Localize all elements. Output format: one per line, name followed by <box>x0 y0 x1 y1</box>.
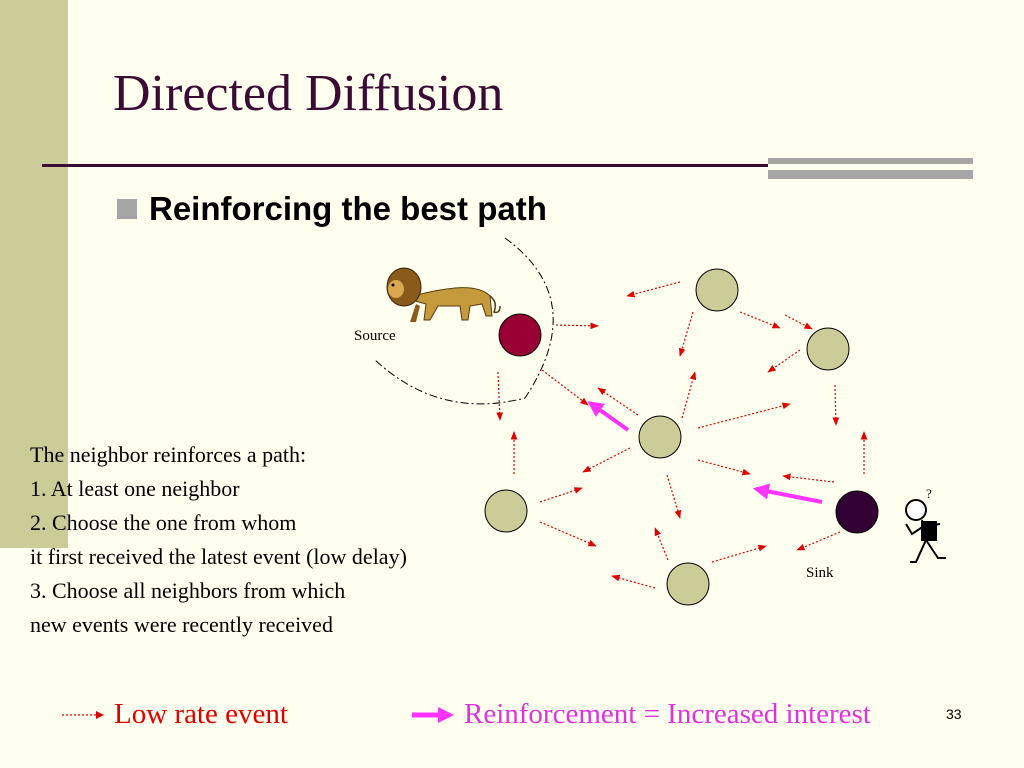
reinforce-sink-to-center <box>752 483 823 504</box>
arrow-top-to-right-2 <box>784 314 813 330</box>
reinforcement-arrows <box>587 401 823 504</box>
network-nodes <box>484 268 879 606</box>
arrow-left-right <box>539 487 583 503</box>
arrow-right-to-center <box>767 349 801 373</box>
title-rule <box>42 164 768 167</box>
arrow-sink-left <box>782 473 835 483</box>
svg-text:?: ? <box>926 486 932 501</box>
arrow-top-to-left <box>626 281 681 298</box>
rule-line: 1. At least one neighbor <box>30 476 240 501</box>
arrow-bottom-left <box>611 574 656 589</box>
node-top <box>695 268 739 312</box>
arrow-right-down <box>832 384 840 426</box>
arrow-center-up <box>681 371 697 419</box>
legend-low-rate-text: Low rate event <box>114 698 288 730</box>
node-center <box>638 415 682 459</box>
thinking-person-icon: ? <box>905 486 946 563</box>
reinforcement-rules: The neighbor reinforces a path: 1. At le… <box>30 438 407 642</box>
arrow-sink-downleft <box>796 531 841 551</box>
rule-line: 2. Choose the one from whom <box>30 510 297 535</box>
low-rate-arrows <box>496 281 868 589</box>
side-bar-lower <box>0 548 68 768</box>
node-left <box>484 489 528 533</box>
arrow-center-right <box>697 459 751 476</box>
legend-reinforcement-text: Reinforcement = Increased interest <box>464 698 871 730</box>
rule-line: new events were recently received <box>30 612 333 637</box>
rule-line: 3. Choose all neighbors from which <box>30 578 346 603</box>
title-rule-accent-top <box>768 158 973 164</box>
reinforce-center-to-source <box>587 401 630 432</box>
slide-title: Directed Diffusion <box>113 65 504 122</box>
arrow-source-right <box>555 322 599 330</box>
dotted-arrow-icon <box>62 710 104 719</box>
arrow-center-down <box>666 474 682 519</box>
legend-reinforcement: Reinforcement = Increased interest <box>410 698 871 731</box>
sink-label: Sink <box>806 565 834 581</box>
legend-low-rate: Low rate event <box>60 698 288 731</box>
source-label: Source <box>354 328 396 344</box>
bold-arrow-icon <box>412 706 454 723</box>
lion-icon <box>386 267 501 322</box>
side-bar-decoration <box>0 0 68 548</box>
arrow-top-to-right-1 <box>739 311 781 329</box>
arrow-bottom-up <box>654 527 669 561</box>
bullet-square-icon <box>117 199 137 219</box>
arrow-center-to-source <box>597 387 639 416</box>
bullet-item: Reinforcing the best path <box>117 190 547 228</box>
rule-line: The neighbor reinforces a path: <box>30 442 307 467</box>
arrow-source-diag <box>541 369 589 406</box>
bullet-text: Reinforcing the best path <box>149 190 547 227</box>
source-range-arc <box>374 237 554 405</box>
arrow-top-down <box>678 311 694 357</box>
title-rule-accent-bottom <box>768 170 973 179</box>
node-right <box>806 327 850 371</box>
arrow-left-downright <box>539 521 597 547</box>
rule-line: it first received the latest event (low … <box>30 544 407 569</box>
arrow-center-downleft <box>582 447 631 473</box>
arrow-center-upright <box>697 402 791 429</box>
arrow-bottom-right <box>711 544 767 563</box>
source-node <box>498 313 542 357</box>
sink-node <box>835 490 879 534</box>
arrow-source-down <box>496 371 504 421</box>
node-bottom <box>666 562 710 606</box>
page-number: 33 <box>946 706 962 722</box>
